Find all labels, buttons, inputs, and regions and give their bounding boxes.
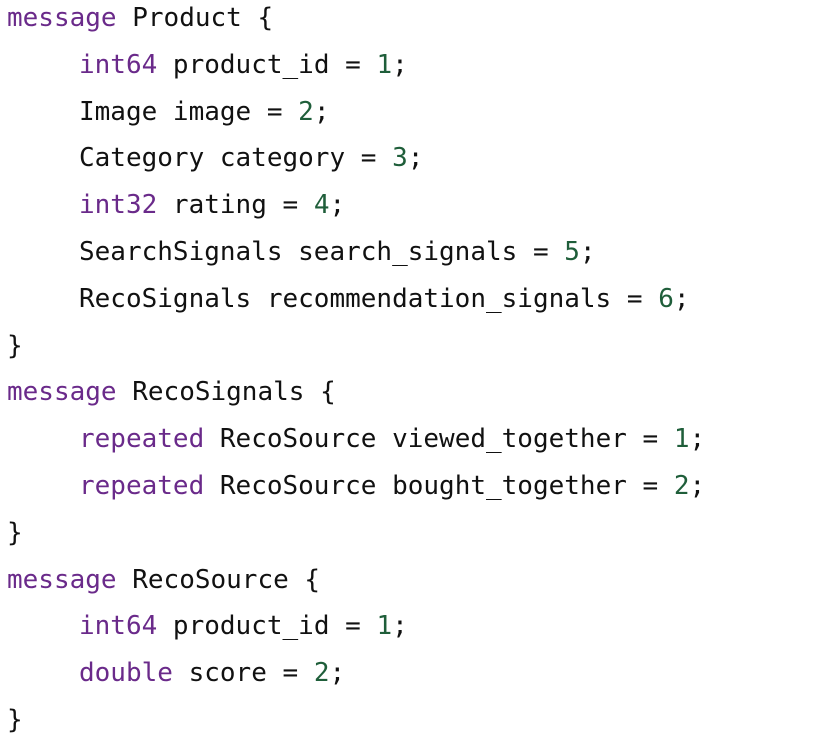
code-token: } [7,704,23,735]
code-token: ; [392,49,408,80]
code-token: product_id = [157,49,377,80]
code-line: double score = 2; [7,650,705,697]
keyword-token: int64 [79,49,158,80]
code-token: score = [172,658,314,689]
code-token: } [7,330,23,361]
code-line: SearchSignals search_signals = 5; [7,229,705,276]
code-line: int64 product_id = 1; [7,42,705,89]
code-token: RecoSource viewed_together = [204,424,674,455]
code-token: Product { [116,3,274,33]
keyword-token: repeated [79,470,205,501]
code-line: int32 rating = 4; [7,182,705,229]
code-token: ; [579,236,596,267]
code-token: ; [689,424,706,455]
code-token: rating = [157,190,314,221]
code-line: RecoSignals recommendation_signals = 6; [7,276,705,323]
code-line: message Product { [7,0,705,42]
number-token: 1 [376,611,393,642]
code-token: RecoSignals recommendation_signals = [79,283,659,314]
code-line: message RecoSignals { [7,369,705,416]
keyword-token: message [7,377,117,408]
code-token: ; [673,283,690,314]
code-token: RecoSource bought_together = [204,470,674,501]
number-token: 2 [673,470,690,501]
code-token: ; [392,611,408,642]
code-token: ; [329,658,346,689]
code-token: ; [407,143,424,174]
keyword-token: double [79,658,173,689]
code-line: repeated RecoSource bought_together = 2; [7,463,705,510]
code-line: } [7,510,705,557]
number-token: 3 [392,143,408,174]
code-line: repeated RecoSource viewed_together = 1; [7,416,705,463]
code-token: product_id = [157,611,377,642]
code-line: int64 product_id = 1; [7,603,705,650]
code-block: message Product {int64 product_id = 1;Im… [7,0,705,744]
keyword-token: message [7,3,117,33]
number-token: 6 [658,283,674,314]
code-line: Image image = 2; [7,89,705,136]
keyword-token: int64 [79,611,158,642]
code-line: } [7,323,705,370]
code-token: SearchSignals search_signals = [79,236,565,267]
code-token: ; [313,96,330,127]
number-token: 1 [376,49,393,80]
keyword-token: int32 [79,190,158,221]
code-token: Category category = [79,143,393,174]
code-token: ; [329,190,346,221]
code-line: message RecoSource { [7,557,705,604]
code-token: Image image = [79,96,299,127]
code-token: ; [689,470,706,501]
keyword-token: repeated [79,424,205,455]
number-token: 1 [673,424,690,455]
number-token: 2 [298,96,314,127]
code-token: RecoSignals { [116,377,336,408]
code-line: } [7,697,705,744]
number-token: 2 [313,658,330,689]
number-token: 5 [564,236,580,267]
number-token: 4 [313,190,330,221]
code-line: Category category = 3; [7,135,705,182]
keyword-token: message [7,564,117,595]
code-token: } [7,517,23,548]
code-token: RecoSource { [116,564,321,595]
